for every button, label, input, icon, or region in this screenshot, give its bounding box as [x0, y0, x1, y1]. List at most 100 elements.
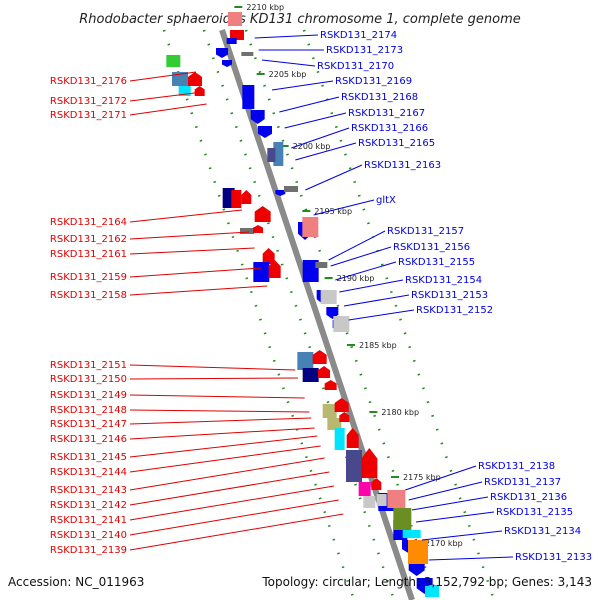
kbp-tick-label: 2185 kbp — [359, 341, 397, 350]
gene-label-left: RSKD131_2142 — [50, 500, 127, 511]
leader-line — [279, 96, 340, 113]
gene-block — [402, 530, 421, 538]
kbp-tick-label: 2210 kbp — [246, 3, 284, 12]
gene-label-left: RSKD131_2164 — [50, 217, 127, 228]
gene-label-left: RSKD131_2172 — [50, 96, 127, 107]
gene-arrow — [339, 412, 350, 422]
gene-label-right: RSKD131_2134 — [504, 526, 581, 537]
leader-line — [129, 445, 321, 473]
leader-line — [129, 417, 312, 425]
gene-label-left: RSKD131_2151 — [50, 360, 127, 371]
gene-block — [334, 428, 345, 450]
leader-line — [129, 231, 250, 240]
leader-line — [129, 377, 299, 380]
gene-label-right: RSKD131_2153 — [411, 290, 488, 301]
gene-label-right: RSKD131_2133 — [515, 552, 592, 563]
gene-label-right: RSKD131_2154 — [405, 275, 482, 286]
leader-line — [411, 496, 489, 511]
gene-label-right: RSKD131_2169 — [335, 76, 412, 87]
gene-block — [393, 508, 412, 530]
leader-line — [261, 59, 316, 67]
gene-block — [178, 86, 191, 96]
leader-line — [254, 34, 319, 39]
leader-line — [343, 294, 410, 307]
leader-line — [129, 91, 203, 102]
gene-block — [166, 55, 181, 67]
gene-arrow — [194, 86, 205, 96]
gene-label-right: RSKD131_2152 — [416, 305, 493, 316]
gene-label-left: RSKD131_2141 — [50, 515, 127, 526]
gene-block — [387, 490, 406, 508]
leader-line — [129, 427, 315, 440]
leader-line — [328, 230, 386, 261]
kbp-tick-label: 2195 kbp — [314, 207, 352, 216]
gene-block — [226, 38, 237, 44]
gene-block — [241, 52, 254, 56]
gene-block — [315, 262, 328, 268]
gene-block — [363, 496, 376, 508]
gene-label-left: RSKD131_2159 — [50, 272, 127, 283]
leader-line — [129, 457, 325, 491]
kbp-tick-label: 2205 kbp — [269, 70, 307, 79]
leader-line — [129, 103, 207, 116]
gene-label-left: RSKD131_2161 — [50, 249, 127, 260]
gene-label-left: RSKD131_2176 — [50, 76, 127, 87]
gene-block — [302, 368, 319, 382]
gene-label-left: RSKD131_2143 — [50, 485, 127, 496]
gene-block — [327, 418, 342, 430]
gene-block — [302, 217, 319, 237]
gene-label-right: RSKD131_2165 — [358, 138, 435, 149]
gene-label-left: RSKD131_2149 — [50, 390, 127, 401]
gene-label-left: RSKD131_2162 — [50, 234, 127, 245]
gene-label-right: RSKD131_2174 — [320, 30, 397, 41]
gene-label-left: RSKD131_2150 — [50, 374, 127, 385]
kbp-tick-label: 2180 kbp — [381, 408, 419, 417]
gene-block — [346, 450, 362, 482]
gene-label-right: RSKD131_2168 — [341, 92, 418, 103]
gene-arrow — [254, 206, 271, 222]
gene-arrow — [268, 260, 281, 278]
gene-arrow — [250, 110, 265, 124]
leader-line — [129, 71, 197, 82]
leader-line — [129, 364, 296, 371]
gene-arrow — [216, 48, 228, 58]
gene-features — [166, 12, 439, 597]
leader-line — [295, 142, 357, 161]
kbp-tick-label: 2200 kbp — [293, 142, 331, 151]
gene-block — [333, 316, 350, 332]
gene-arrow — [361, 448, 378, 478]
gene-block — [376, 494, 387, 506]
gene-label-right: RSKD131_2156 — [393, 242, 470, 253]
leader-line — [129, 409, 310, 413]
gene-label-right: RSKD131_2163 — [364, 160, 441, 171]
leader-line — [428, 556, 514, 561]
leader-line — [405, 465, 477, 491]
gene-block — [273, 142, 284, 166]
gene-arrow — [312, 350, 327, 364]
leader-line — [129, 209, 243, 223]
gene-label-right: RSKD131_2166 — [351, 123, 428, 134]
gene-block — [322, 404, 337, 418]
leader-line — [129, 499, 339, 536]
gene-block — [267, 148, 276, 162]
gene-label-left: RSKD131_2139 — [50, 545, 127, 556]
kbp-tick-label: 2175 kbp — [403, 473, 441, 482]
gene-arrow — [275, 190, 286, 196]
gene-block — [253, 262, 270, 282]
gene-label-right: RSKD131_2137 — [484, 477, 561, 488]
leader-line — [415, 511, 495, 523]
gene-block — [284, 186, 298, 192]
gene-arrow — [188, 72, 202, 86]
gene-arrow — [324, 380, 337, 390]
gene-label-right: RSKD131_2138 — [478, 461, 555, 472]
gene-label-right: RSKD131_2135 — [496, 507, 573, 518]
gene-block — [242, 85, 255, 109]
gene-block — [425, 585, 439, 597]
leader-line — [421, 530, 503, 541]
topology-text: Topology: circular; Length: 3,152,792 bp… — [261, 575, 592, 589]
leader-line — [129, 267, 262, 278]
gene-block — [408, 540, 428, 564]
map-title: Rhodobacter sphaeroides KD131 chromosome… — [79, 12, 520, 27]
gene-block — [228, 12, 242, 26]
